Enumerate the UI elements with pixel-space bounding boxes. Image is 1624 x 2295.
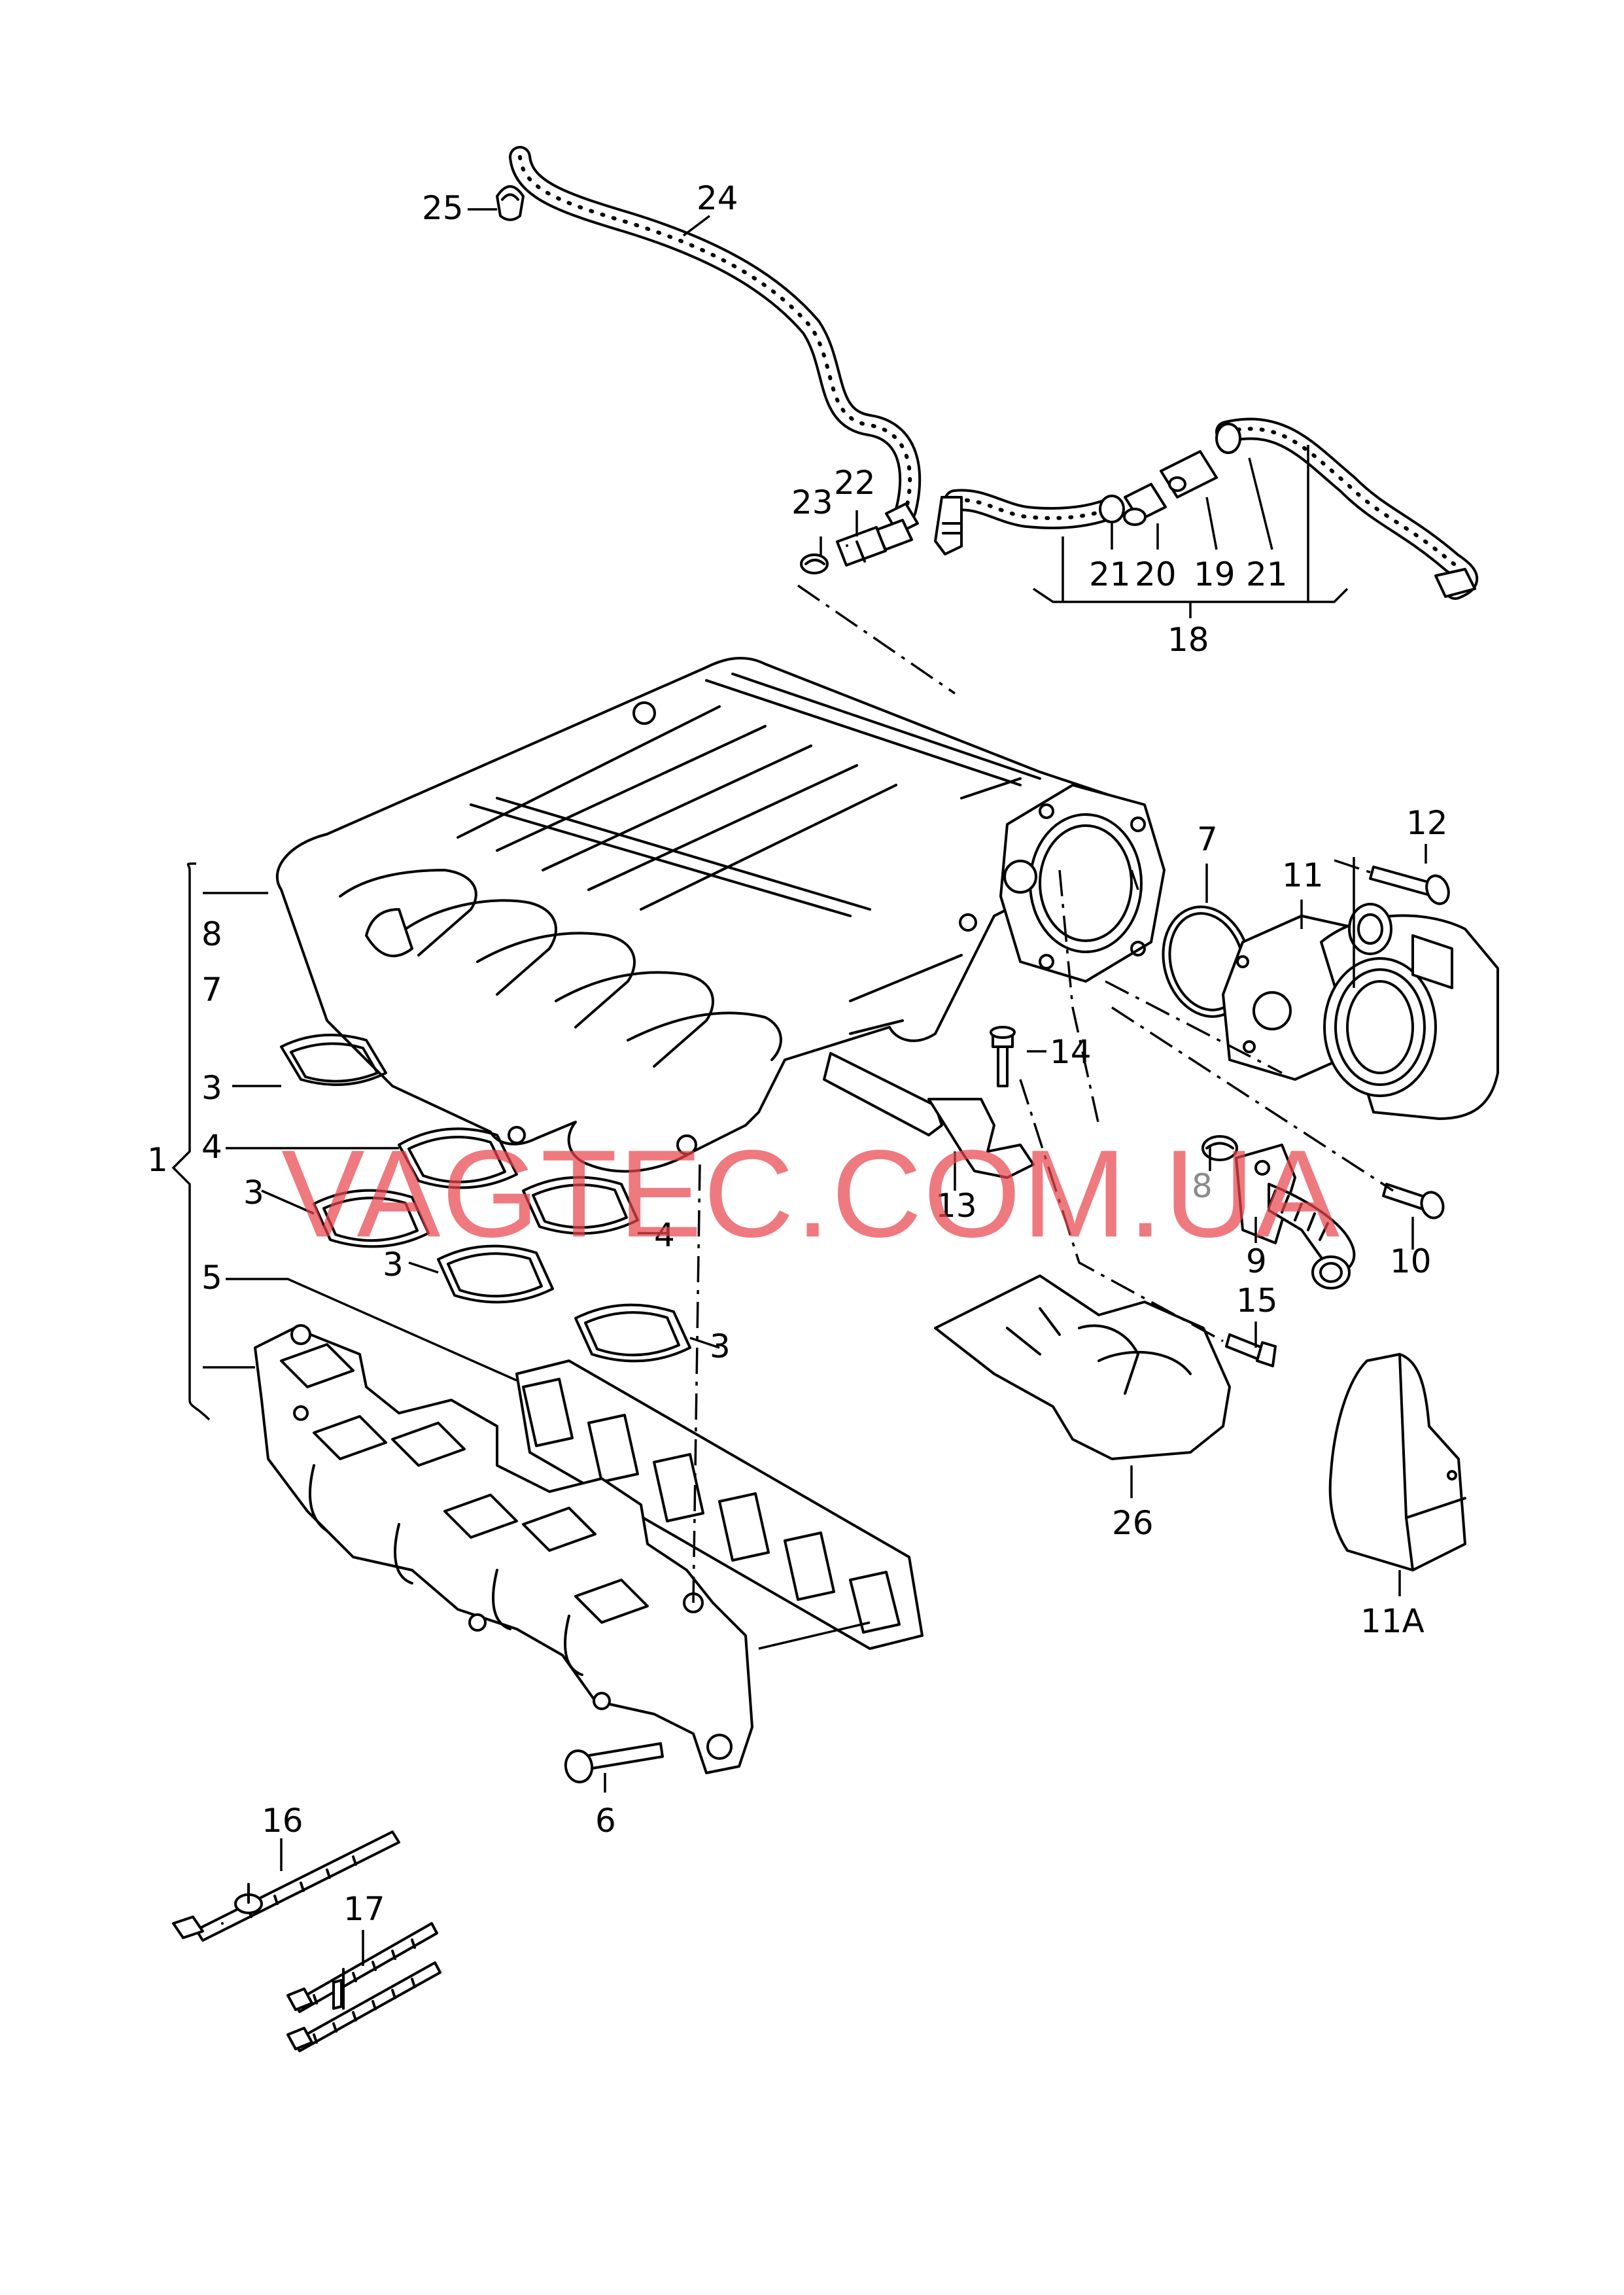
callout-13: 13 — [935, 1187, 977, 1225]
callout-25: 25 — [422, 189, 464, 227]
bolt-12 — [1369, 866, 1450, 905]
callout-12: 12 — [1406, 804, 1448, 842]
bolt-6 — [564, 1742, 664, 1783]
callout-labels: 1 8 7 3 4 3 4 3 5 3 6 16 17 25 24 23 22 … — [147, 179, 1448, 1928]
callout-11a: 11A — [1360, 1602, 1425, 1640]
callout-18: 18 — [1167, 621, 1209, 659]
bolt-15 — [1225, 1333, 1277, 1367]
callout-14: 14 — [1050, 1033, 1092, 1071]
callout-3-c: 3 — [383, 1246, 404, 1284]
callout-3-d: 3 — [710, 1327, 731, 1365]
clamp-21-right — [1215, 423, 1241, 454]
callout-10: 10 — [1390, 1242, 1432, 1280]
callout-23: 23 — [791, 483, 833, 521]
clamp-21-left — [1099, 495, 1125, 523]
callout-21-b: 21 — [1246, 555, 1288, 593]
callout-4-b: 4 — [654, 1216, 675, 1254]
callout-3-a: 3 — [201, 1069, 222, 1107]
bolt-10 — [1382, 1183, 1445, 1219]
heat-shield-26 — [934, 1274, 1231, 1460]
hose-assembly-18 — [934, 417, 1478, 600]
hose-22 — [836, 526, 887, 567]
gasket-4-b — [522, 1176, 639, 1235]
callout-26: 26 — [1112, 1504, 1154, 1542]
cable-ties-17 — [286, 1922, 441, 2052]
connector-20 — [1123, 483, 1167, 526]
throttle-flange — [999, 784, 1166, 983]
cover-11a — [1328, 1353, 1466, 1571]
intake-manifold-lower — [254, 1324, 753, 1774]
leader-lines — [171, 208, 1427, 1966]
gasket-3-a — [280, 1034, 387, 1086]
callout-16: 16 — [262, 1802, 303, 1840]
hose-9 — [1235, 1144, 1356, 1289]
callout-8-left: 8 — [201, 915, 222, 953]
callout-20: 20 — [1135, 555, 1177, 593]
clip-25 — [496, 185, 525, 221]
bolt-14 — [990, 1026, 1016, 1087]
callout-24: 24 — [697, 179, 738, 217]
cable-tie-16 — [172, 1831, 400, 1942]
callout-17: 17 — [343, 1890, 385, 1928]
callout-19: 19 — [1194, 555, 1235, 593]
callout-7-left: 7 — [201, 971, 222, 1009]
callout-1: 1 — [147, 1141, 168, 1179]
clamp-23 — [800, 553, 829, 574]
breather-hose-24 — [509, 146, 922, 551]
gasket-strip-5 — [515, 1359, 924, 1650]
intake-manifold-upper — [275, 656, 1152, 1173]
callout-8-right: 8 — [1192, 1167, 1213, 1205]
callout-9: 9 — [1246, 1242, 1267, 1280]
callout-3-b: 3 — [243, 1174, 264, 1212]
callout-4-a: 4 — [201, 1128, 222, 1166]
throttle-body-11 — [1222, 903, 1499, 1120]
callout-5: 5 — [201, 1259, 222, 1297]
callout-22: 22 — [834, 464, 876, 502]
gasket-3-c — [437, 1244, 554, 1304]
callout-21-a: 21 — [1089, 555, 1131, 593]
callout-11: 11 — [1282, 856, 1324, 894]
callout-15: 15 — [1236, 1282, 1278, 1320]
gasket-3-d — [574, 1303, 691, 1363]
callout-7-right: 7 — [1197, 820, 1218, 858]
bracket-13 — [823, 1052, 1035, 1179]
watermark-text: VAGTEC.COM.UA — [281, 1125, 1341, 1263]
assembly-lines — [692, 584, 1394, 1603]
callout-6: 6 — [595, 1802, 616, 1840]
gasket-4-a — [398, 1127, 518, 1189]
valve-19 — [1160, 450, 1218, 499]
gasket-3-b — [313, 1189, 430, 1248]
